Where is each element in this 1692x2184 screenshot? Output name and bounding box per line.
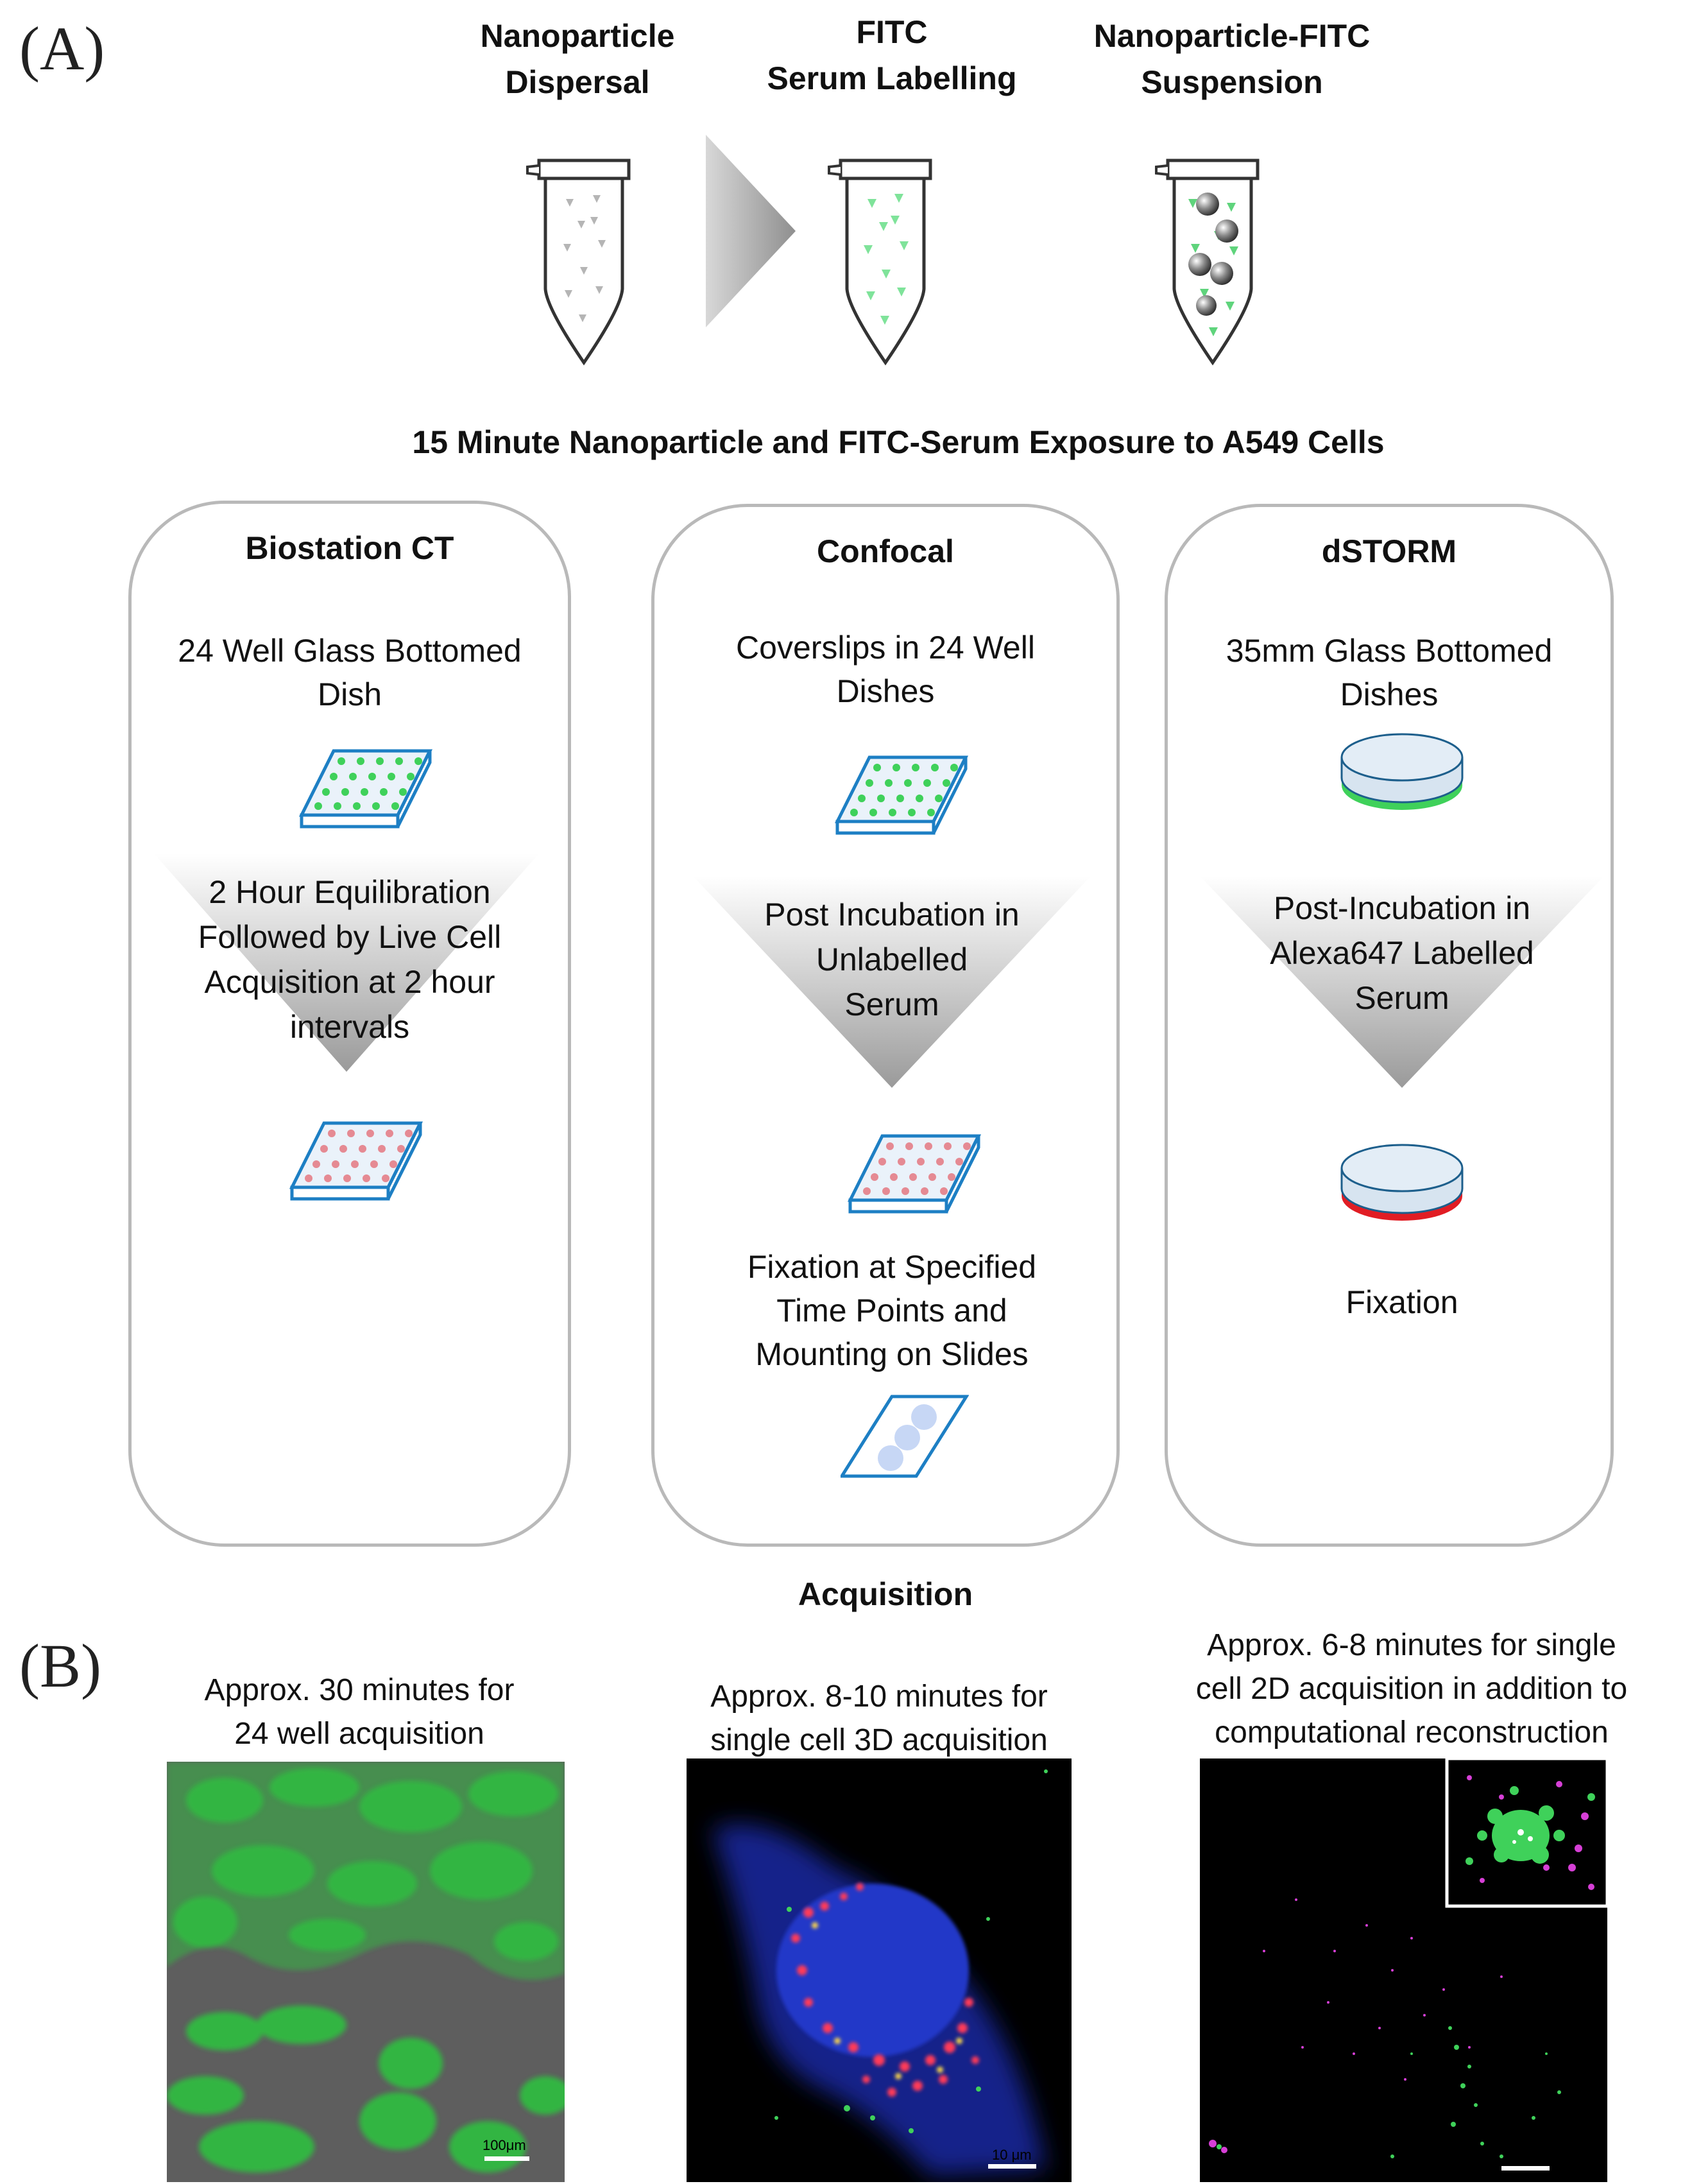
dstorm-scale-bar [1501,2166,1550,2171]
confocal-vessel-line2: Dishes [836,673,935,709]
tube-suspension-icon [1155,159,1260,366]
coverslip-plate-red-icon [847,1134,982,1214]
caption-dstorm-line2: cell 2D acquisition in addition to [1195,1672,1628,1706]
step-title-fitc-line1: FITC [856,14,928,50]
confocal-step-text: Post Incubation in Unlabelled Serum [661,892,1123,1027]
confocal-vessel-text: Coverslips in 24 Well Dishes [654,626,1116,713]
dstorm-step-line2: Alexa647 Labelled [1270,935,1534,971]
biostation-micrograph-image: 100μm [167,1762,565,2182]
caption-dstorm-line1: Approx. 6-8 minutes for single [1207,1628,1616,1662]
tube-fitc-icon [828,159,932,366]
biostation-step-line4: intervals [289,1009,410,1045]
confocal-final-line3: Mounting on Slides [755,1336,1029,1372]
dstorm-step-triangle-icon [1200,876,1604,1088]
confocal-micrograph: 10 μm [687,1758,1072,2182]
microscope-slide-icon [841,1395,969,1478]
tube-dispersal-icon [526,159,631,366]
dstorm-inset [1445,1758,1607,1908]
caption-confocal-line1: Approx. 8-10 minutes for [710,1680,1048,1714]
step-title-fitc: FITC Serum Labelling [725,9,1059,101]
biostation-step-triangle-icon [154,854,539,1072]
dstorm-vessel-line1: 35mm Glass Bottomed [1226,633,1553,669]
confocal-step-line2: Unlabelled [816,942,968,977]
confocal-final-line2: Time Points and [776,1293,1007,1328]
biostation-step-line1: 2 Hour Equilibration [209,874,491,910]
confocal-box [651,504,1120,1547]
well-plate-red-icon [289,1121,423,1201]
biostation-step-text: 2 Hour Equilibration Followed by Live Ce… [132,870,568,1049]
confocal-step-line1: Post Incubation in [764,897,1020,933]
caption-dstorm: Approx. 6-8 minutes for single cell 2D a… [1136,1624,1688,1755]
process-arrow-icon [706,135,796,327]
confocal-vessel-line1: Coverslips in 24 Well [736,630,1035,666]
caption-confocal-line2: single cell 3D acquisition [710,1723,1048,1757]
caption-biostation: Approx. 30 minutes for 24 well acquisiti… [148,1669,571,1756]
biostation-title: Biostation CT [245,530,454,566]
caption-biostation-line2: 24 well acquisition [234,1717,484,1751]
step-title-dispersal: Nanoparticle Dispersal [417,13,738,105]
glass-dish-green-icon [1340,733,1464,810]
dstorm-scale-label: 10 μm [1507,2149,1546,2165]
dstorm-vessel-text: 35mm Glass Bottomed Dishes [1168,629,1611,716]
confocal-scale-bar [988,2164,1036,2169]
acquisition-heading: Acquisition [798,1576,973,1612]
step-title-fitc-line2: Serum Labelling [767,60,1017,96]
dstorm-step-text: Post-Incubation in Alexa647 Labelled Ser… [1181,886,1623,1020]
caption-dstorm-line3: computational reconstruction [1215,1715,1609,1750]
dstorm-final-text: Fixation [1346,1284,1458,1320]
confocal-title: Confocal [817,533,954,569]
confocal-step-line3: Serum [844,986,939,1022]
step-title-dispersal-line1: Nanoparticle [480,18,675,54]
confocal-scale-label: 10 μm [992,2147,1032,2163]
step-title-dispersal-line2: Dispersal [505,64,650,100]
well-plate-green-icon [298,749,433,829]
biostation-vessel-line1: 24 Well Glass Bottomed [178,633,522,669]
step-title-suspension-line2: Suspension [1141,64,1323,100]
panel-b-label: (B) [19,1631,101,1700]
biostation-vessel-line2: Dish [317,676,382,712]
step-title-suspension: Nanoparticle-FITC Suspension [1039,13,1424,105]
biostation-vessel-text: 24 Well Glass Bottomed Dish [132,629,568,716]
dstorm-step-line1: Post-Incubation in [1273,890,1531,926]
dstorm-step-line3: Serum [1354,980,1449,1016]
dstorm-title: dSTORM [1321,533,1457,569]
glass-dish-red-icon [1340,1144,1464,1221]
dstorm-micrograph-image: 10 μm [1200,1758,1607,2182]
biostation-step-line3: Acquisition at 2 hour [204,964,495,1000]
biostation-micrograph: 100μm [167,1762,565,2182]
confocal-step-triangle-icon [693,876,1091,1088]
biostation-step-line2: Followed by Live Cell [198,919,502,955]
exposure-heading: 15 Minute Nanoparticle and FITC-Serum Ex… [412,424,1385,460]
biostation-scale-label: 100μm [483,2137,526,2153]
dstorm-vessel-line2: Dishes [1340,676,1439,712]
biostation-scale-bar [484,2156,529,2161]
caption-biostation-line1: Approx. 30 minutes for [204,1673,515,1707]
caption-confocal: Approx. 8-10 minutes for single cell 3D … [648,1675,1110,1762]
confocal-final-line1: Fixation at Specified [747,1249,1037,1285]
step-title-suspension-line1: Nanoparticle-FITC [1093,18,1371,54]
coverslip-plate-green-icon [834,755,969,835]
dstorm-micrograph: 10 μm [1200,1758,1607,2182]
panel-a-label: (A) [19,14,105,83]
confocal-final-text: Fixation at Specified Time Points and Mo… [661,1245,1123,1376]
confocal-micrograph-image: 10 μm [687,1758,1072,2182]
